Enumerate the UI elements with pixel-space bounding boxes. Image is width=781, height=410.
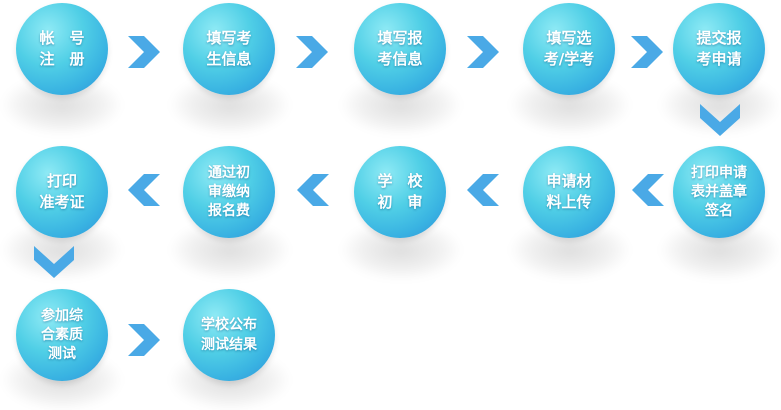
chevron-down-icon [34, 246, 74, 278]
step-pay-registration-fee: 通过初 审缴纳 报名费 [183, 146, 275, 238]
chevron-left-icon [128, 174, 160, 206]
step-label: 填写考 生信息 [206, 29, 252, 68]
chevron-right-icon [296, 36, 328, 68]
step-label: 通过初 审缴纳 报名费 [208, 164, 250, 219]
step-school-preliminary-review: 学 校 初 审 [354, 146, 446, 238]
step-label: 帐 号 注 册 [39, 29, 85, 68]
step-account-registration: 帐 号 注 册 [16, 3, 108, 95]
chevron-down-icon [700, 104, 740, 136]
chevron-right-icon [128, 324, 160, 356]
chevron-right-icon [467, 36, 499, 68]
step-label: 打印 准考证 [39, 172, 85, 211]
chevron-left-icon [297, 174, 329, 206]
chevron-left-icon [467, 174, 499, 206]
chevron-left-icon [632, 174, 664, 206]
step-print-admission-ticket: 打印 准考证 [16, 146, 108, 238]
step-label: 学 校 初 审 [377, 172, 423, 211]
step-label: 参加综 合素质 测试 [41, 307, 83, 362]
step-label: 申请材 料上传 [546, 172, 592, 211]
step-label: 学校公布 测试结果 [201, 317, 257, 353]
chevron-right-icon [631, 36, 663, 68]
step-comprehensive-test: 参加综 合素质 测试 [16, 289, 108, 381]
step-label: 填写报 考信息 [377, 29, 423, 68]
step-fill-elective-exam: 填写选 考/学考 [523, 3, 615, 95]
step-label: 打印申请 表并盖章 签名 [691, 164, 747, 219]
step-label: 填写选 考/学考 [543, 29, 595, 68]
chevron-right-icon [128, 36, 160, 68]
step-fill-candidate-info: 填写考 生信息 [183, 3, 275, 95]
step-results-published: 学校公布 测试结果 [183, 289, 275, 381]
step-submit-application: 提交报 考申请 [673, 3, 765, 95]
step-fill-application-info: 填写报 考信息 [354, 3, 446, 95]
step-label: 提交报 考申请 [696, 29, 742, 68]
step-upload-materials: 申请材 料上传 [523, 146, 615, 238]
step-print-sign-form: 打印申请 表并盖章 签名 [673, 146, 765, 238]
